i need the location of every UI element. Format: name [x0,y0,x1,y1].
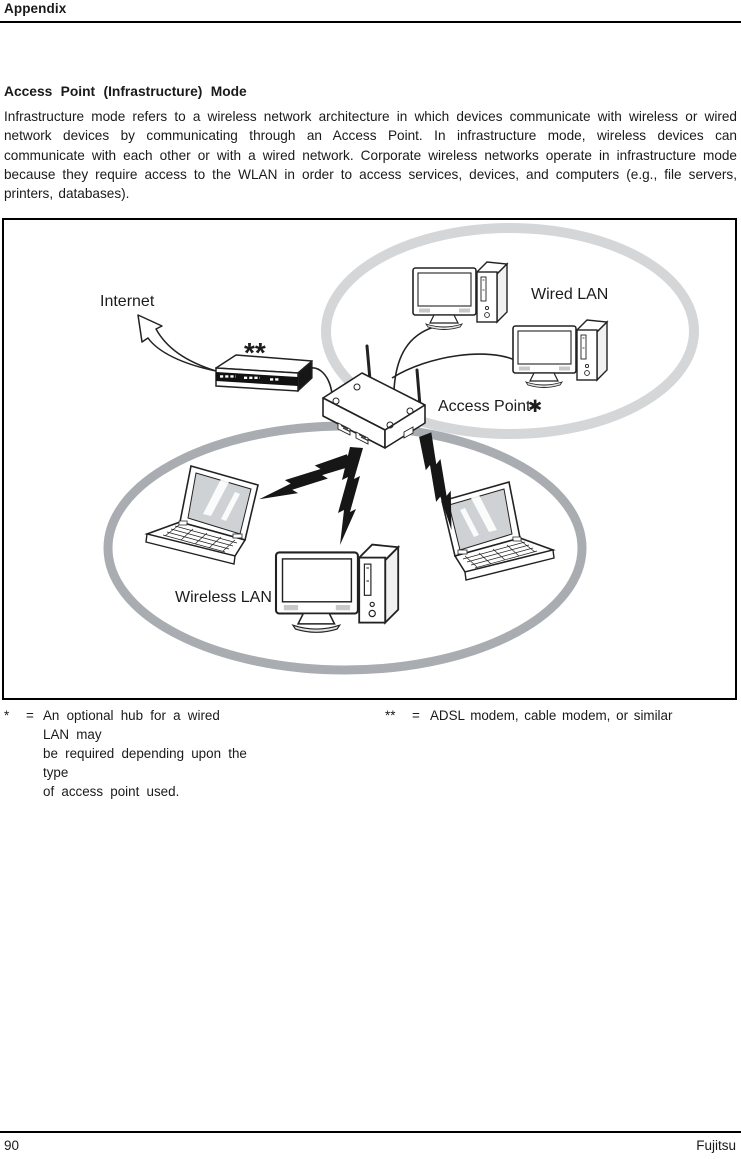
internet-label: Internet [100,293,155,310]
lightning-bolt-left-icon [258,444,354,519]
footnote-left-line3: of access point used. [43,784,180,799]
footnote-left-line2: be required depending upon the type [43,746,247,780]
section-heading: Access Point (Infrastructure) Mode [4,84,247,99]
footnote-left-equals: = [26,708,34,723]
wireless-laptop-left-icon [145,465,259,565]
wired-lan-ring [321,223,699,439]
wired-desktop-1-icon [412,261,508,331]
section-body-paragraph: Infrastructure mode refers to a wireless… [4,109,737,202]
access-point-icon [322,344,426,449]
footnote-right-marker: ** [385,708,396,723]
footnote-right-text: ADSL modem, cable modem, or similar [430,708,673,723]
footnote-left-line1: An optional hub for a wired LAN may [43,708,220,742]
footnote-left-text: An optional hub for a wired LAN may be r… [43,706,248,801]
wireless-lan-label: Wireless LAN [175,589,272,606]
wireless-desktop-icon [274,543,400,634]
page-header-title: Appendix [4,1,67,16]
wireless-laptop-right-icon [441,481,555,581]
footnote-left-marker: * [4,708,10,723]
page-number: 90 [4,1138,20,1153]
network-diagram-canvas: Internet ** Wired LAN Access Point ✱ Wir… [100,223,699,675]
footnote-right-equals: = [412,708,420,723]
access-point-label: Access Point [438,398,531,415]
header-rule [0,21,741,23]
access-point-star: ✱ [528,397,542,416]
wired-desktop-2-icon [512,319,608,389]
footer-rule [0,1131,741,1133]
footer-brand: Fujitsu [696,1138,736,1153]
modem-icon [215,354,313,393]
wired-lan-label: Wired LAN [531,286,608,303]
network-diagram: Internet ** Wired LAN Access Point ✱ Wir… [2,218,737,700]
internet-arrow-icon [137,314,217,372]
